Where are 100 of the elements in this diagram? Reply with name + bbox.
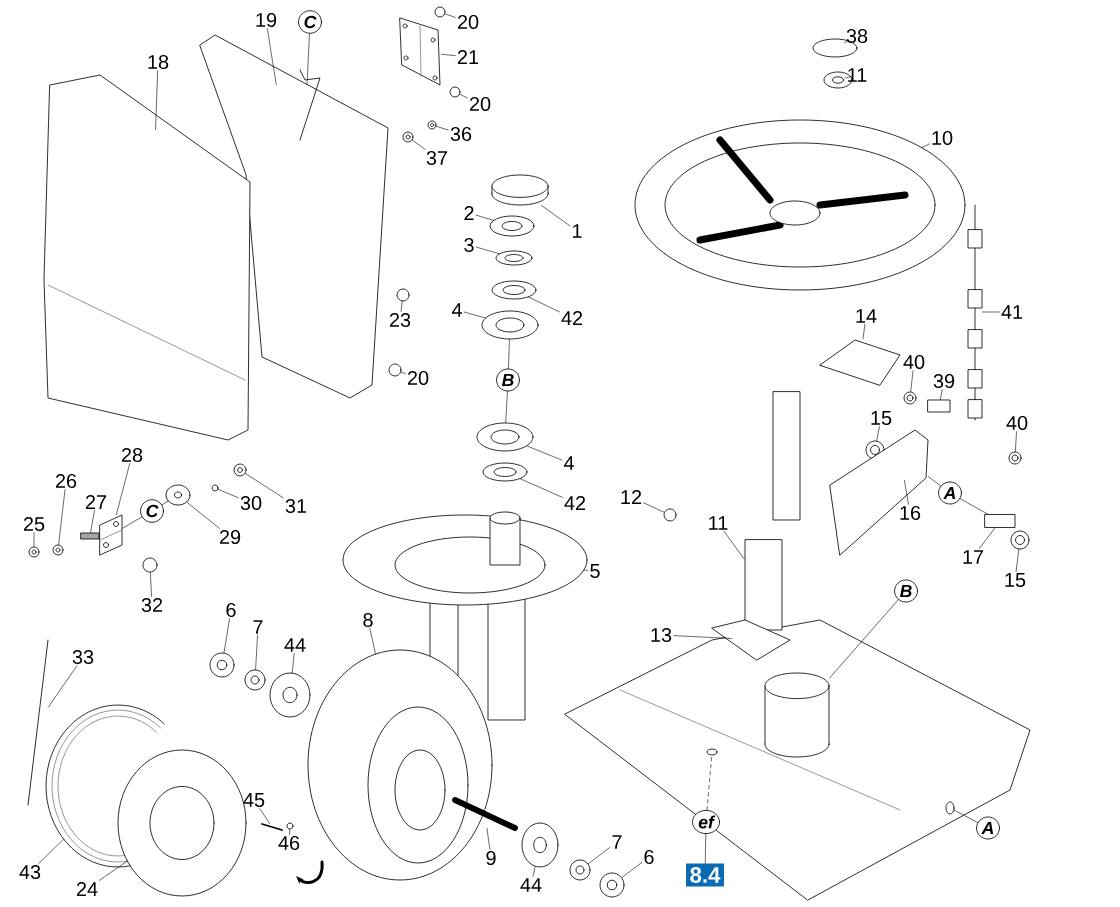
leader-line [289,829,291,835]
callout-number: 6 [644,849,654,865]
reference-letter: B [496,368,520,392]
screw [449,86,461,98]
cam [165,484,191,506]
leader-line [245,473,284,499]
valve [261,823,283,831]
callout-number: 1 [573,224,582,238]
callout-number: 17 [963,550,984,564]
leader-line [475,214,494,221]
leader-line [486,828,491,850]
callout-number: 42 [564,496,586,510]
pin [927,399,951,413]
callout-number: 3 [464,237,474,253]
leader-line [862,324,866,339]
callout-number: 7 [253,620,263,634]
pin [984,514,1016,528]
leader-line [444,13,456,18]
reference-letter: C [298,10,322,34]
callout-number: 7 [612,835,622,849]
leader-line [910,370,914,392]
leader-line [921,143,930,148]
leader-line [723,531,745,560]
washer [1010,530,1030,550]
leader-line [844,76,852,79]
callout-number: 20 [457,14,479,30]
leader-line [122,516,143,529]
pin [80,532,100,540]
front-cover-drawing [43,74,251,441]
rod [27,639,49,806]
leader-line [116,463,131,515]
bearing-sleeve [764,672,830,758]
leader-line [541,205,571,227]
leader-line [369,628,376,655]
leader-line [48,665,78,708]
rear-panel-drawing [199,34,389,399]
leader-line [904,480,909,505]
callout-number: 27 [85,495,107,509]
leader-line [508,339,510,369]
callout-number: 33 [72,649,94,665]
callout-number: 31 [285,498,307,514]
callout-number: 46 [278,835,300,851]
callout-number: 4 [563,456,574,470]
hole [945,801,955,815]
pedal [819,339,901,386]
screw [434,6,446,18]
callout-number: 2 [464,206,474,220]
callout-number: 30 [240,495,262,511]
callout-number: 41 [1001,305,1023,319]
callout-number: 6 [226,602,236,618]
callout-number: 44 [520,878,542,892]
leader-line [441,53,456,56]
leader-line [259,808,271,824]
leader-line [217,489,239,498]
callout-number: 40 [903,354,925,370]
callout-number: 29 [219,529,241,545]
leader-line [223,618,230,654]
callout-number: 15 [1005,573,1026,587]
leader-line [505,391,508,423]
screw [396,288,410,302]
washer [1008,451,1022,465]
leader-line [588,847,611,864]
flange-plate [711,619,791,661]
callout-number: 45 [243,793,265,807]
spacer [521,822,559,868]
leader-line [940,389,943,400]
leader-line [267,28,277,85]
ring [211,484,219,492]
spacer [269,672,311,718]
callout-number: 5 [590,564,600,578]
reference-letter: ef [692,810,720,834]
nut [28,546,40,558]
callout-number: 24 [76,882,98,896]
washer [903,391,917,405]
leader-line [400,371,406,374]
leader-line [155,70,158,130]
leader-line [953,809,978,823]
washer [495,250,533,266]
leader-line [876,426,880,442]
leader-line [1015,431,1017,452]
callout-number: 32 [141,597,163,613]
callout-number: 28 [121,447,143,463]
callout-number: 14 [856,309,877,323]
callout-number: 11 [709,516,728,530]
cable-drawing [967,204,983,421]
leader-line [99,860,128,881]
leader-line [435,126,449,131]
callout-number: 26 [55,473,77,489]
leader-line [829,599,899,679]
screw [663,508,677,522]
callout-number: 13 [651,627,672,643]
bearing [481,310,539,340]
steering-wheel-drawing [634,119,966,291]
callout-number: 25 [23,516,45,532]
leader-line [186,501,220,529]
steering-column-drawing [744,391,801,631]
leader-line [475,246,500,254]
leader-line [459,94,468,99]
callout-number: 36 [450,126,472,142]
bushing [233,463,247,477]
